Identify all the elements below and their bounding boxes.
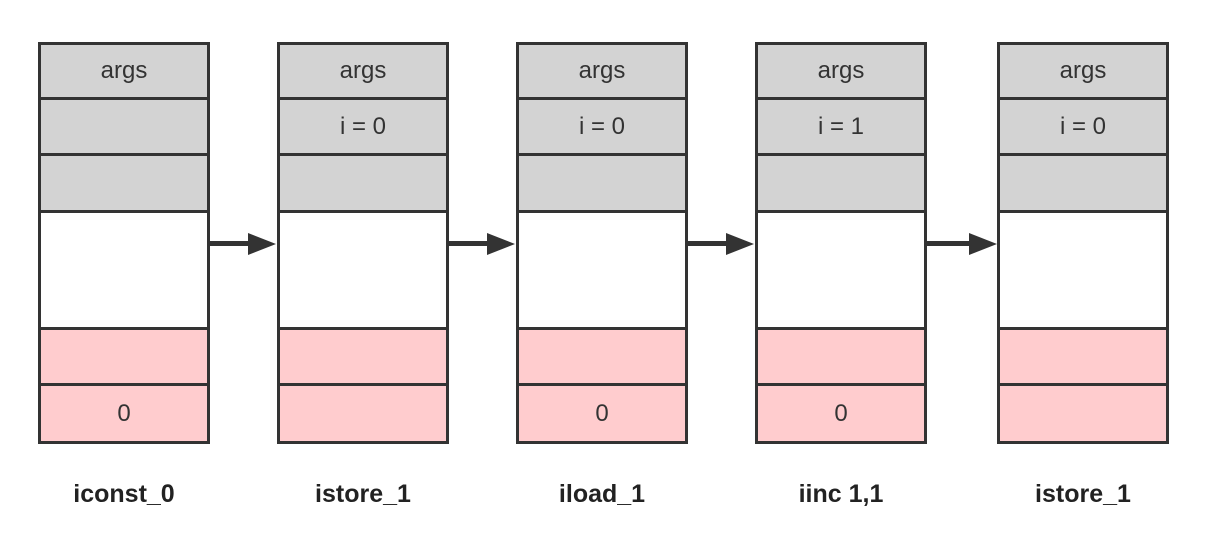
instruction-label-1: istore_1 [315, 480, 411, 508]
arrow-3-to-4 [927, 229, 999, 259]
empty-slot [1000, 213, 1166, 330]
local-variable-slot-1: i = 0 [519, 100, 685, 156]
arrow-0-to-1 [210, 229, 276, 259]
instruction-label-4: istore_1 [1035, 480, 1131, 508]
operand-stack-slot-0 [758, 330, 924, 386]
arrow-head [969, 233, 997, 255]
local-variable-slot-1: i = 1 [758, 100, 924, 156]
arrow-2-to-3 [688, 229, 754, 259]
empty-slot [280, 213, 446, 330]
stack-frame-3: args i = 1 0 [755, 42, 927, 444]
empty-slot [41, 213, 207, 330]
local-variable-slot-0: args [41, 45, 207, 100]
operand-stack-slot-1 [280, 386, 446, 441]
local-variable-slot-1: i = 0 [280, 100, 446, 156]
arrow-line [449, 241, 489, 246]
stack-frame-0: args 0 [38, 42, 210, 444]
operand-stack-slot-1: 0 [519, 386, 685, 441]
local-variable-slot-0: args [280, 45, 446, 100]
arrow-line [927, 241, 971, 246]
operand-stack-slot-0 [41, 330, 207, 386]
arrow-line [688, 241, 728, 246]
local-variable-slot-2 [758, 156, 924, 213]
local-variable-slot-1: i = 0 [1000, 100, 1166, 156]
local-variable-slot-0: args [519, 45, 685, 100]
operand-stack-slot-0 [1000, 330, 1166, 386]
operand-stack-slot-1: 0 [41, 386, 207, 441]
empty-slot [758, 213, 924, 330]
stack-frame-4: args i = 0 [997, 42, 1169, 444]
operand-stack-slot-1: 0 [758, 386, 924, 441]
instruction-label-0: iconst_0 [73, 480, 175, 508]
arrow-head [248, 233, 276, 255]
operand-stack-slot-0 [519, 330, 685, 386]
instruction-label-2: iload_1 [558, 480, 646, 508]
local-variable-slot-2 [41, 156, 207, 213]
arrow-head [487, 233, 515, 255]
local-variable-slot-0: args [758, 45, 924, 100]
local-variable-slot-2 [1000, 156, 1166, 213]
arrow-line [210, 241, 250, 246]
arrow-head [726, 233, 754, 255]
operand-stack-slot-1 [1000, 386, 1166, 441]
local-variable-slot-0: args [1000, 45, 1166, 100]
local-variable-slot-1 [41, 100, 207, 156]
operand-stack-slot-0 [280, 330, 446, 386]
local-variable-slot-2 [280, 156, 446, 213]
instruction-label-3: iinc 1,1 [798, 480, 884, 508]
stack-frame-1: args i = 0 [277, 42, 449, 444]
stack-frame-2: args i = 0 0 [516, 42, 688, 444]
local-variable-slot-2 [519, 156, 685, 213]
empty-slot [519, 213, 685, 330]
arrow-1-to-2 [449, 229, 515, 259]
